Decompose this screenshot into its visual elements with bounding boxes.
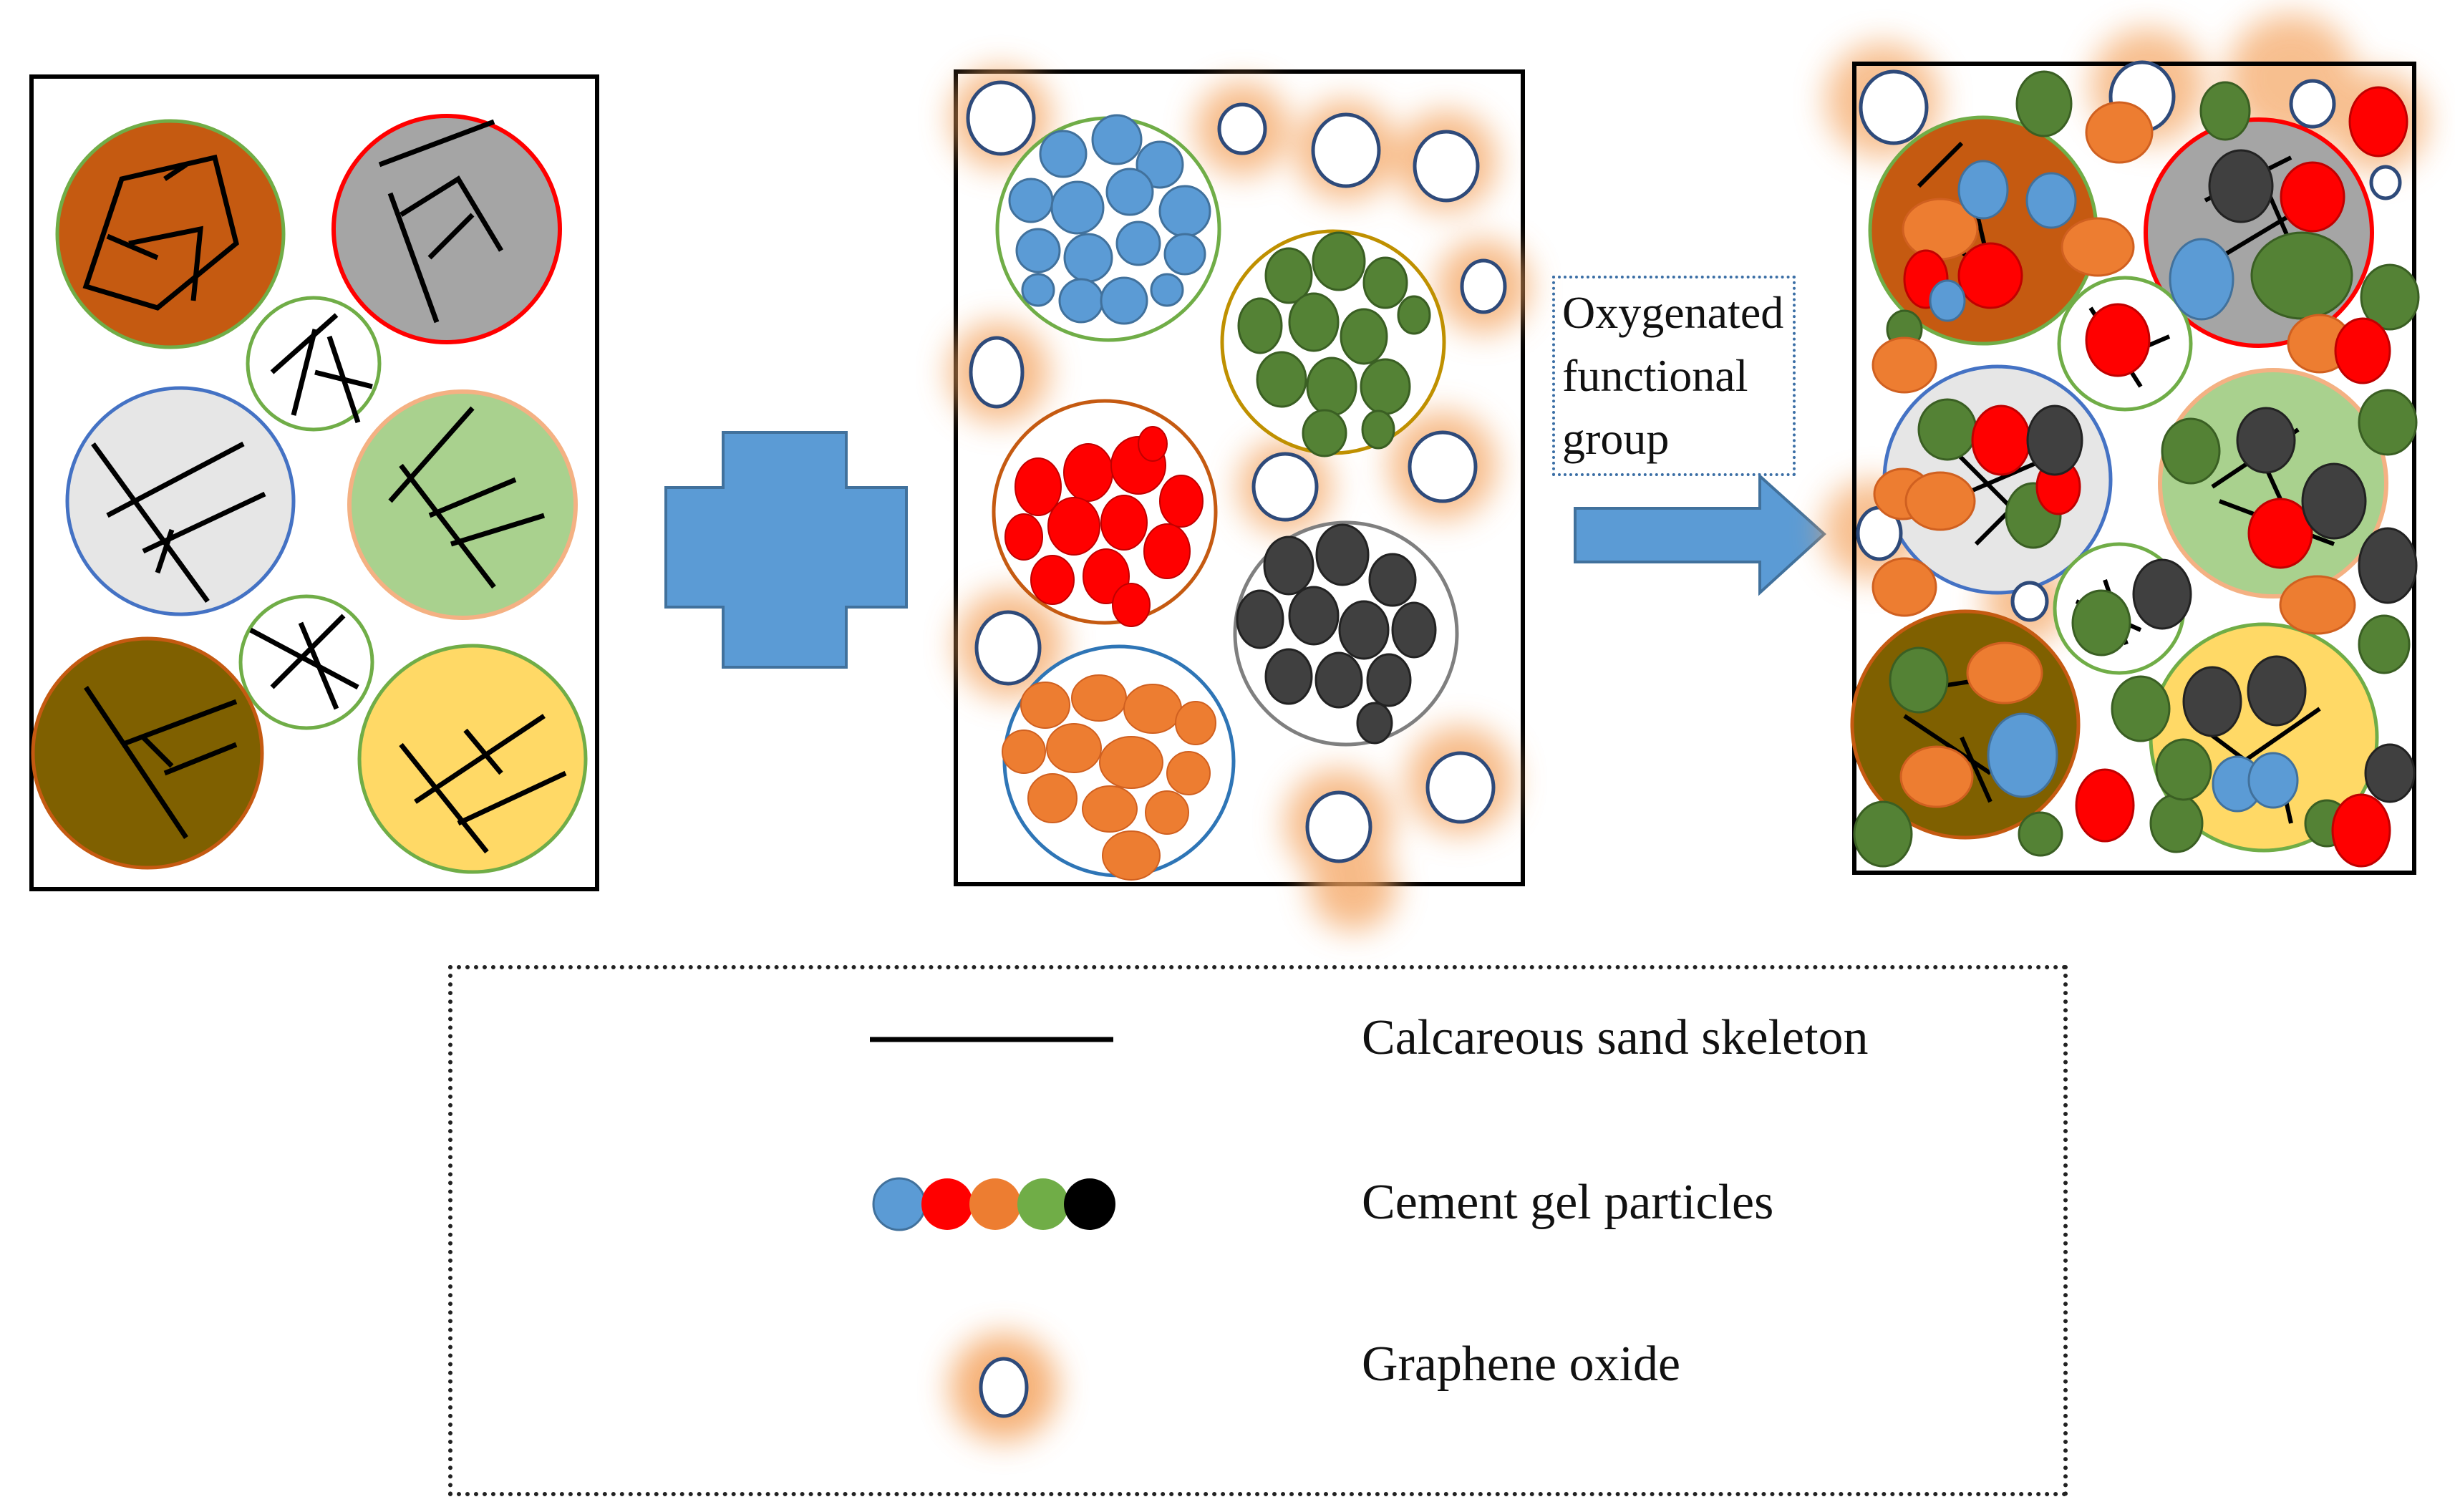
legend-graphene-oxide-icon	[950, 1334, 1057, 1441]
arrow-label-line-2: functional	[1562, 350, 1748, 401]
arrow-label-box: Oxygenated functional group	[1552, 276, 1796, 476]
sand-grain	[55, 119, 286, 349]
cement-gel-cluster-green	[1220, 229, 1446, 457]
arrow-label-line-1: Oxygenated	[1562, 287, 1784, 338]
panel-sand-only	[29, 74, 599, 891]
sand-grain	[65, 386, 296, 616]
graphene-oxide-particles	[966, 80, 1507, 863]
legend-box	[448, 965, 2068, 1496]
sand-grain-small	[246, 296, 382, 432]
sand-grain-small	[238, 594, 374, 730]
sand-grain	[347, 389, 578, 620]
right-arrow-icon	[1574, 472, 1826, 596]
cement-gel-cluster-orange	[1002, 644, 1236, 881]
sand-grain	[31, 636, 264, 870]
legend-go-label: Graphene oxide	[1362, 1337, 1681, 1392]
panel-composite	[1822, 14, 2427, 875]
sand-grain	[357, 644, 588, 874]
legend-skeleton-label: Calcareous sand skeleton	[1362, 1010, 1869, 1065]
cement-gel-cluster-blue	[995, 114, 1221, 342]
plus-icon	[664, 431, 908, 669]
cement-gel-cluster-black	[1233, 520, 1459, 747]
panel-additives	[949, 68, 1530, 931]
cement-gel-cluster-red	[992, 399, 1218, 627]
legend-gel-dots	[872, 1177, 1115, 1231]
legend-gel-label: Cement gel particles	[1362, 1175, 1774, 1230]
arrow-label-line-3: group	[1562, 413, 1670, 464]
sand-grain	[331, 114, 562, 344]
